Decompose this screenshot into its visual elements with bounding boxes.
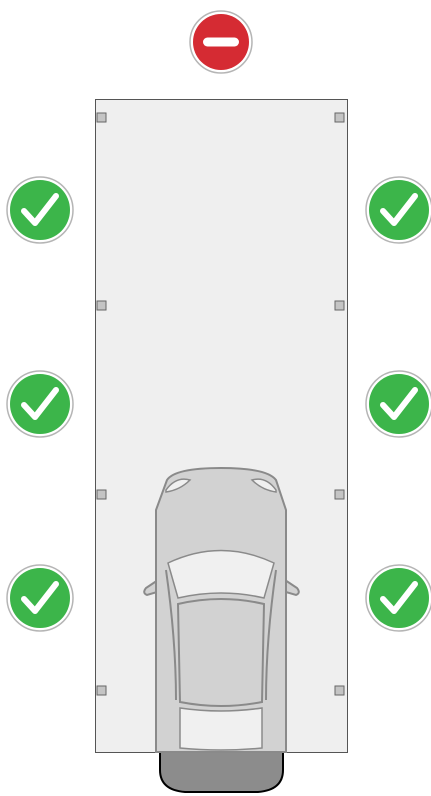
car-rear-window xyxy=(180,708,262,750)
car-icon xyxy=(144,468,299,792)
post-right-4 xyxy=(335,686,344,695)
checkmark-icon[interactable] xyxy=(7,371,73,437)
checkmark-icon[interactable] xyxy=(366,177,431,243)
checkmark-icon[interactable] xyxy=(366,371,431,437)
car-roof xyxy=(178,599,264,706)
post-left-1 xyxy=(97,113,106,122)
post-left-3 xyxy=(97,490,106,499)
checkmark-icon[interactable] xyxy=(7,177,73,243)
post-right-1 xyxy=(335,113,344,122)
post-right-3 xyxy=(335,490,344,499)
checkmark-icon[interactable] xyxy=(7,565,73,631)
no-entry-icon[interactable] xyxy=(190,11,252,73)
checkmark-icon[interactable] xyxy=(366,565,431,631)
car-windshield xyxy=(168,551,274,599)
post-right-2 xyxy=(335,301,344,310)
post-left-2 xyxy=(97,301,106,310)
post-left-4 xyxy=(97,686,106,695)
